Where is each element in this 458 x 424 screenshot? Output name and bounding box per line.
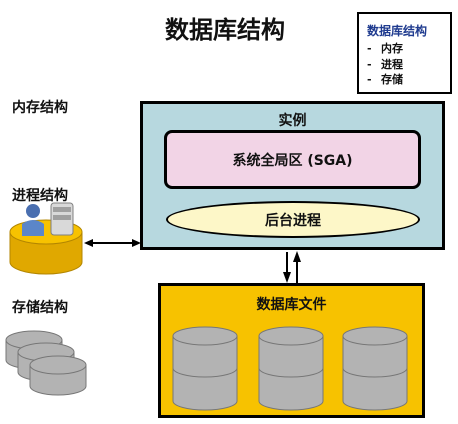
process-structure-label: 进程结构 [12, 188, 68, 204]
legend-item: -进程 [367, 57, 403, 73]
legend-dash: - [367, 57, 372, 71]
process-instance-connector [84, 239, 141, 247]
datafile-cylinder [342, 326, 408, 411]
database-files-title: 数据库文件 [256, 297, 327, 313]
database-files-cylinders [172, 326, 408, 411]
background-process-label: 后台进程 [265, 212, 321, 229]
legend-item-label: 存储 [381, 73, 403, 86]
process-icon [9, 202, 83, 275]
storage-structure-label: 存储结构 [12, 300, 68, 316]
sga-box: 系统全局区 (SGA) [164, 130, 421, 189]
sga-label: 系统全局区 (SGA) [232, 152, 353, 169]
legend-item-label: 内存 [381, 42, 403, 55]
legend-dash: - [367, 42, 372, 55]
memory-structure-label: 内存结构 [12, 100, 68, 116]
legend-box: 数据库结构 -内存 -进程 -存储 [357, 12, 452, 94]
legend-dash: - [367, 73, 372, 86]
legend-item: -内存 [367, 41, 403, 57]
instance-box: 实例 系统全局区 (SGA) 后台进程 [140, 101, 445, 250]
legend-list: -内存 -进程 -存储 [367, 41, 403, 88]
instance-title: 实例 [278, 113, 307, 129]
datafile-cylinder [172, 326, 238, 411]
legend-item-label: 进程 [381, 57, 403, 71]
legend-title: 数据库结构 [367, 24, 428, 38]
storage-icon [5, 330, 87, 396]
instance-dbfiles-connector [283, 251, 301, 283]
diagram-title: 数据库结构 [165, 16, 285, 44]
legend-item: -存储 [367, 72, 403, 88]
datafile-cylinder [258, 326, 324, 411]
database-files-box: 数据库文件 [158, 283, 425, 418]
background-process-ellipse: 后台进程 [166, 201, 420, 238]
